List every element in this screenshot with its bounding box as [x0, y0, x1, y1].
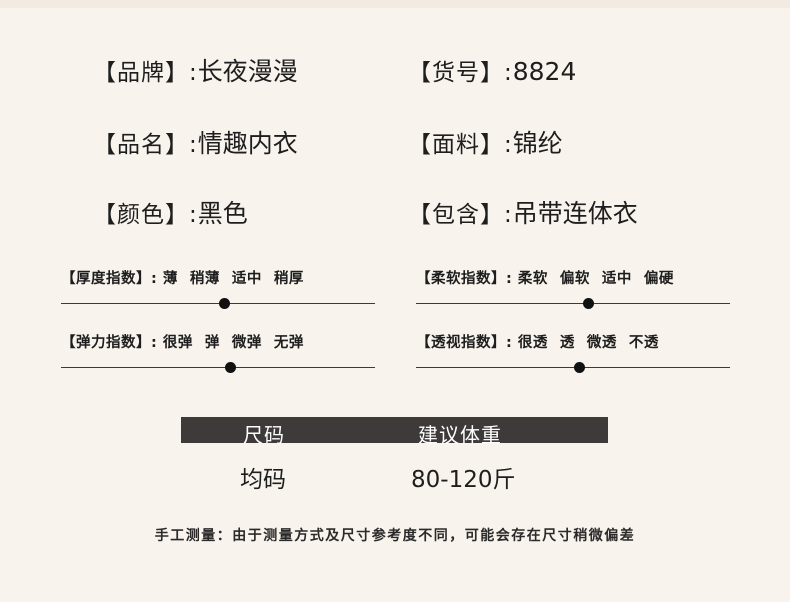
scale-option: 稍厚 [273, 271, 304, 287]
scale-marker [225, 362, 237, 373]
scale-track [416, 303, 730, 304]
scale-marker [573, 362, 585, 373]
scale-track [61, 367, 375, 368]
weight-value-cell: 80-120斤 [411, 467, 516, 493]
measurement-note: 手工测量：由于测量方式及尺寸参考度不同，可能会存在尺寸稍微偏差 [154, 528, 636, 544]
size-table-header: 尺码 建议体重 [181, 417, 608, 447]
spec-color: 【颜色】:黑色 [93, 201, 248, 227]
spec-color-label: 【颜色】: [93, 202, 198, 228]
scale-softness: 【柔软指数】: 柔软偏软适中偏硬 [416, 272, 730, 309]
spec-brand: 【品牌】:长夜漫漫 [93, 59, 298, 85]
scale-track [416, 367, 730, 368]
scale-option: 偏硬 [643, 271, 674, 287]
spec-fabric-label: 【面料】: [408, 132, 513, 158]
scale-option: 微透 [586, 335, 617, 351]
spec-brand-value: 长夜漫漫 [197, 57, 298, 86]
spec-includes-label: 【包含】: [408, 202, 513, 228]
scale-option: 微弹 [231, 335, 262, 351]
spec-name-value: 情趣内衣 [197, 129, 298, 158]
scale-option: 薄 [162, 271, 178, 287]
spec-item-no: 【货号】:8824 [408, 59, 576, 85]
scale-softness-label: 【柔软指数】: [416, 271, 513, 287]
spec-includes: 【包含】:吊带连体衣 [408, 201, 638, 227]
scale-option: 适中 [231, 271, 262, 287]
spec-item-no-value: 8824 [512, 57, 577, 86]
scale-elasticity-label: 【弹力指数】: [61, 335, 158, 351]
scale-elasticity: 【弹力指数】: 很弹弹微弹无弹 [61, 336, 375, 373]
scale-option: 柔软 [517, 271, 548, 287]
spec-brand-label: 【品牌】: [93, 60, 198, 86]
scale-option: 无弹 [273, 335, 304, 351]
spec-color-value: 黑色 [197, 199, 248, 228]
spec-name-label: 【品名】: [93, 132, 198, 158]
scale-option: 偏软 [559, 271, 590, 287]
scale-elasticity-row: 【弹力指数】: 很弹弹微弹无弹 [61, 336, 375, 351]
scale-thickness-row: 【厚度指数】: 薄稍薄适中稍厚 [61, 272, 375, 287]
weight-header-cell: 建议体重 [418, 423, 502, 447]
spec-fabric: 【面料】:锦纶 [408, 131, 563, 157]
spec-fabric-value: 锦纶 [512, 129, 563, 158]
scale-track [61, 303, 375, 304]
scale-thickness: 【厚度指数】: 薄稍薄适中稍厚 [61, 272, 375, 309]
scale-option: 很透 [517, 335, 548, 351]
scale-transparency-label: 【透视指数】: [416, 335, 513, 351]
scale-option: 不透 [628, 335, 659, 351]
scale-option: 弹 [204, 335, 220, 351]
scale-marker [218, 298, 230, 309]
scale-option: 透 [559, 335, 575, 351]
scale-softness-row: 【柔软指数】: 柔软偏软适中偏硬 [416, 272, 730, 287]
spec-item-no-label: 【货号】: [408, 60, 513, 86]
scale-option: 稍薄 [189, 271, 220, 287]
spec-includes-value: 吊带连体衣 [512, 199, 638, 228]
size-header-cell: 尺码 [243, 423, 285, 447]
scale-option: 适中 [601, 271, 632, 287]
spec-name: 【品名】:情趣内衣 [93, 131, 298, 157]
scale-marker [583, 298, 595, 309]
size-value-cell: 均码 [240, 467, 286, 493]
scale-transparency: 【透视指数】: 很透透微透不透 [416, 336, 730, 373]
scale-thickness-label: 【厚度指数】: [61, 271, 158, 287]
scale-transparency-row: 【透视指数】: 很透透微透不透 [416, 336, 730, 351]
scale-option: 很弹 [162, 335, 193, 351]
top-strip [0, 0, 790, 8]
